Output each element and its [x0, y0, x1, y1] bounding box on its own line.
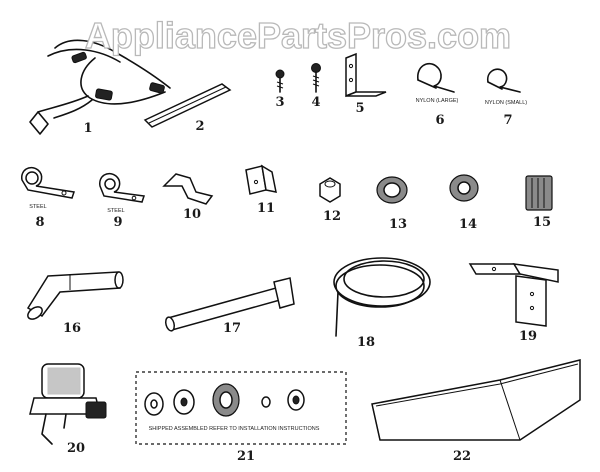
part-9-number: 9: [113, 215, 122, 230]
part-21-kit-note: SHIPPED ASSEMBLED REFER TO INSTALLATION …: [149, 426, 320, 432]
part-13-grommet: [376, 176, 408, 204]
part-1-wire-harness: [29, 39, 171, 135]
part-1-number: 1: [83, 121, 92, 136]
part-16-elbow-tube: [26, 271, 124, 320]
part-6-caption: NYLON (LARGE): [416, 98, 459, 104]
part-8-clamp-steel: [21, 166, 75, 199]
part-22-number: 22: [453, 449, 471, 464]
part-17-number: 17: [223, 321, 241, 336]
part-4-number: 4: [311, 95, 320, 110]
part-2-trim-strip: [143, 83, 232, 128]
part-7-caption: NYLON (SMALL): [485, 100, 527, 106]
part-16-number: 16: [63, 321, 81, 336]
part-20-number: 20: [67, 441, 85, 456]
part-6-number: 6: [435, 113, 444, 128]
part-21-kit-box: [135, 371, 347, 445]
part-7-number: 7: [503, 113, 512, 128]
part-10-number: 10: [183, 207, 201, 222]
part-11-bracket-clip: [245, 164, 277, 195]
part-21-number: 21: [237, 449, 255, 464]
part-3-screw: [275, 69, 285, 93]
part-18-coiled-tubing: [333, 257, 431, 337]
part-5-number: 5: [355, 101, 364, 116]
part-15-pad: [525, 175, 553, 211]
part-7-clamp-nylon-small: [486, 68, 521, 93]
part-14-grommet: [449, 174, 479, 202]
part-15-number: 15: [533, 215, 551, 230]
part-4-screw: [311, 63, 321, 93]
part-9-caption: STEEL: [107, 208, 124, 214]
part-14-number: 14: [459, 217, 477, 232]
part-9-clamp-steel: [99, 172, 145, 203]
part-20-water-valve: [29, 363, 107, 445]
part-12-number: 12: [323, 209, 341, 224]
part-5-angle-bracket: [345, 52, 387, 98]
part-18-number: 18: [357, 335, 375, 350]
part-17-fill-tube: [164, 277, 295, 332]
watermark-text: AppliancePartsPros.com: [85, 15, 511, 56]
part-11-number: 11: [257, 201, 275, 216]
part-12-coupling-nut: [319, 177, 341, 203]
part-19-number: 19: [519, 329, 537, 344]
part-10-clip: [162, 173, 214, 205]
part-22-ice-bin: [371, 359, 581, 441]
part-6-clamp-nylon-large: [417, 62, 455, 93]
part-8-caption: STEEL: [29, 204, 46, 210]
part-19-mounting-bracket: [468, 263, 559, 327]
part-2-number: 2: [195, 119, 204, 134]
part-8-number: 8: [35, 215, 44, 230]
part-3-number: 3: [275, 95, 284, 110]
part-13-number: 13: [389, 217, 407, 232]
